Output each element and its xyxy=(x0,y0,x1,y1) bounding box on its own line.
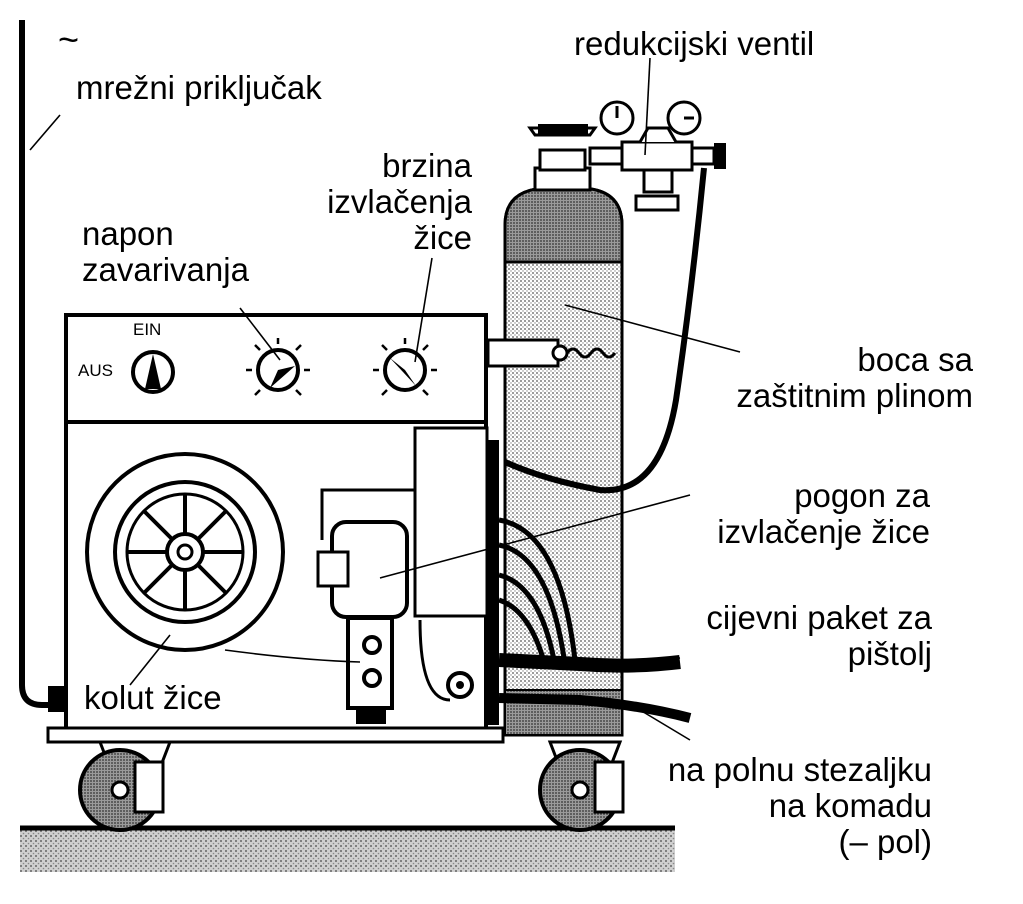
label-gas-cylinder: boca sa zaštitnim plinom xyxy=(700,342,973,414)
label-ground-clamp: na polnu stezaljku na komadu (– pol) xyxy=(640,752,932,860)
hose-bundle xyxy=(498,517,692,723)
caster-wheel-right-icon xyxy=(538,740,625,832)
label-wire-drive-line2: izvlačenje žice xyxy=(717,513,930,550)
label-welding-voltage-line2: zavarivanja xyxy=(82,251,249,288)
pressure-regulator xyxy=(599,100,726,212)
label-wire-drive: pogon za izvlačenje žice xyxy=(690,478,930,550)
voltage-dial-icon xyxy=(246,338,310,396)
label-wire-speed: brzina izvlačenja žice xyxy=(290,148,472,256)
caster-wheel-left-icon xyxy=(78,740,173,832)
label-wire-speed-line1: brzina xyxy=(382,147,472,184)
cylinder-bracket xyxy=(486,338,617,368)
label-ground-clamp-line3: (– pol) xyxy=(838,823,932,860)
leader-lines xyxy=(29,57,741,741)
label-hose-package-line1: cijevni paket za xyxy=(706,599,932,636)
floor xyxy=(20,825,675,872)
label-mains-connection: mrežni priključak xyxy=(76,69,322,106)
label-pressure-reducer: redukcijski ventil xyxy=(574,25,815,62)
gas-hose xyxy=(503,167,707,494)
label-wire-drive-line1: pogon za xyxy=(794,477,930,514)
label-gas-cylinder-line1: boca sa xyxy=(857,341,973,378)
label-ground-clamp-line1: na polnu stezaljku xyxy=(667,751,932,788)
label-ein: EIN xyxy=(133,320,162,339)
wire-reel-icon xyxy=(85,452,285,652)
label-aus: AUS xyxy=(78,361,113,380)
label-hose-package: cijevni paket za pištolj xyxy=(660,600,932,672)
gas-cylinder-icon xyxy=(503,124,626,737)
label-ground-clamp-line2: na komadu xyxy=(768,787,932,824)
label-wire-reel: kolut žice xyxy=(84,679,222,716)
power-switch-icon xyxy=(131,350,175,394)
label-wire-speed-line3: žice xyxy=(413,219,472,256)
label-welding-voltage: napon zavarivanja xyxy=(82,216,249,288)
label-hose-package-line2: pištolj xyxy=(847,635,932,672)
ac-symbol: ~ xyxy=(58,19,80,60)
label-gas-cylinder-line2: zaštitnim plinom xyxy=(736,377,973,414)
motor-icon xyxy=(316,488,474,724)
label-wire-speed-line2: izvlačenja xyxy=(327,183,472,220)
label-welding-voltage-line1: napon xyxy=(82,215,174,252)
mains-cable xyxy=(19,20,66,712)
